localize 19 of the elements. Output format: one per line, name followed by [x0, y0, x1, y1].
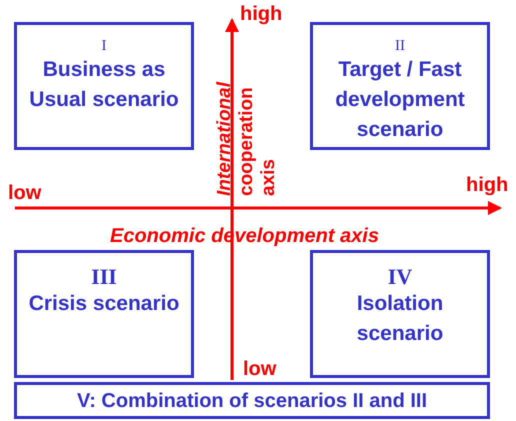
roman-numeral: III: [91, 265, 117, 289]
axis-end-label: low: [8, 182, 42, 204]
scenario-note: V: Combination of scenarios II and III: [76, 388, 428, 414]
roman-numeral: II: [395, 37, 405, 55]
scenario-box: [310, 22, 490, 150]
scenario-box: [14, 382, 490, 419]
scenario-title: Business as Usual scenario: [28, 57, 180, 113]
scenario-title: Crisis scenario: [28, 291, 180, 317]
roman-numeral: IV: [388, 265, 412, 289]
scenario-box: [310, 250, 490, 378]
axis-title: International cooperation axis: [214, 80, 280, 196]
axis-end-label: high: [466, 174, 508, 196]
scenario-box: [14, 22, 194, 150]
scenario-title: Target / Fast development scenario: [334, 57, 466, 143]
axis-end-label: low: [243, 358, 276, 380]
scenario-box: [14, 250, 194, 378]
axis-end-label: high: [240, 3, 282, 25]
roman-numeral: I: [102, 37, 106, 55]
scenario-title: Isolation scenario: [356, 291, 444, 347]
